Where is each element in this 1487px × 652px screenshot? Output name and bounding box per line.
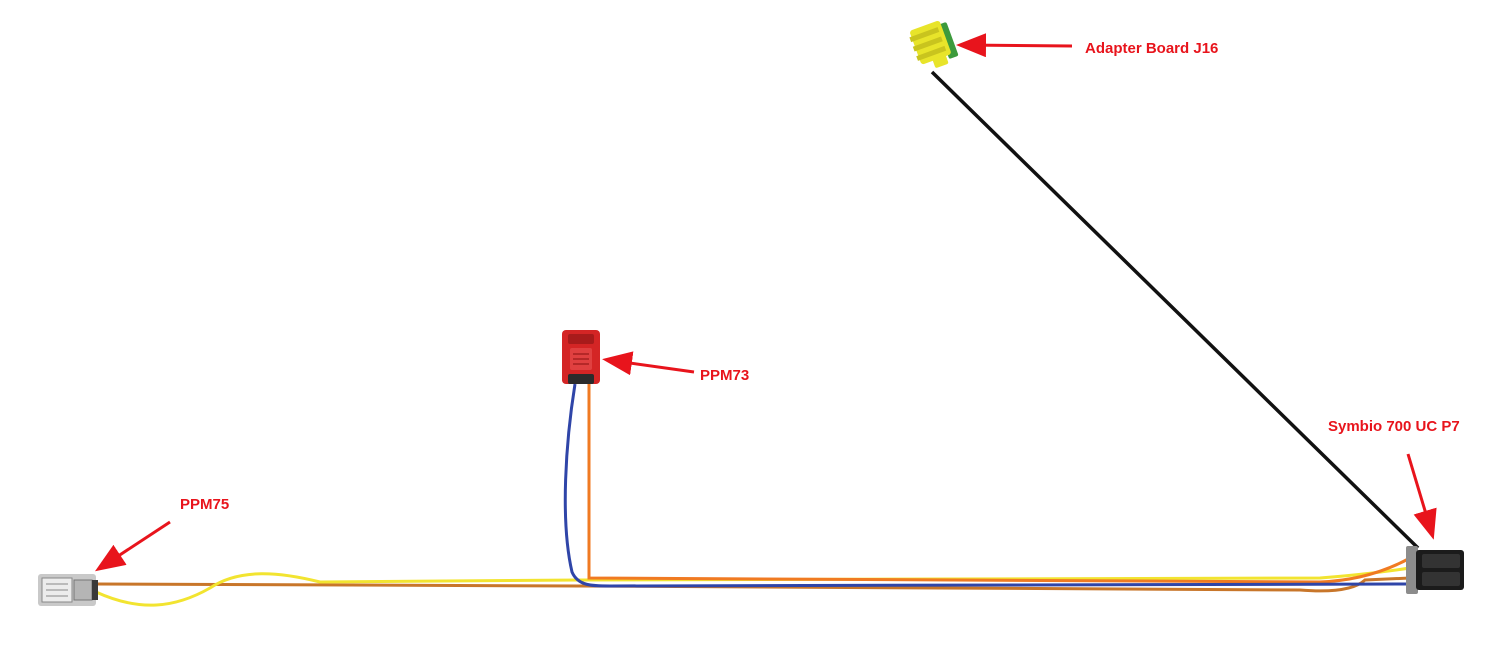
- label-adapter-board-j16: Adapter Board J16: [1085, 40, 1218, 57]
- symbio-700-uc-p7-connector: [1406, 546, 1464, 594]
- ppm73-connector: [562, 330, 600, 384]
- label-ppm73: PPM73: [700, 367, 749, 384]
- callout-labels: Adapter Board J16 PPM73 PPM75 Symbio 700…: [180, 40, 1460, 513]
- callout-arrows: [94, 33, 1437, 572]
- blue-wire: [563, 383, 1411, 588]
- ppm75-connector: [38, 574, 98, 606]
- orange-wire: [587, 384, 1411, 584]
- black-wire: [930, 70, 1420, 550]
- adapter-board-j16-connector: [909, 20, 959, 68]
- arrow-symbio: [1406, 453, 1437, 540]
- arrow-adapter-board: [956, 33, 1073, 58]
- arrow-ppm75: [94, 520, 171, 572]
- arrow-ppm73: [602, 351, 695, 376]
- label-ppm75: PPM75: [180, 496, 229, 513]
- yellow-wire: [95, 566, 1411, 607]
- brown-wire: [95, 576, 1411, 593]
- wire-bundle: [95, 70, 1420, 607]
- label-symbio-700-uc-p7: Symbio 700 UC P7: [1328, 418, 1460, 435]
